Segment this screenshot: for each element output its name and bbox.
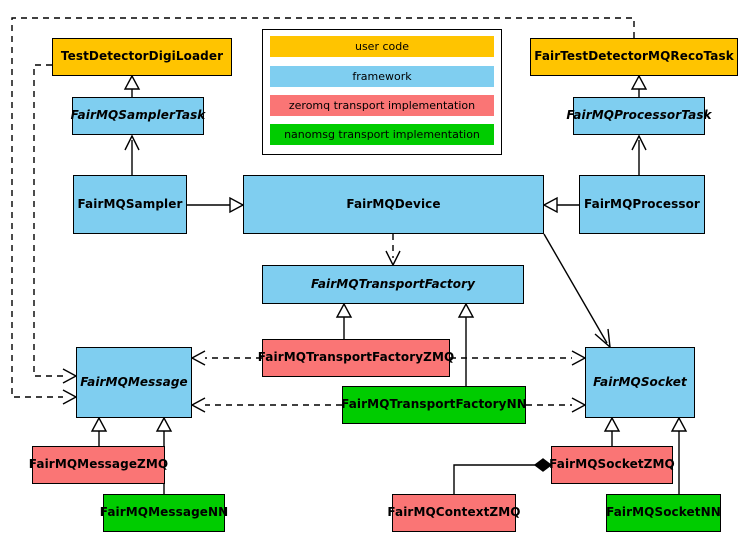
edge-factory-zmq-inherits-factory bbox=[335, 302, 353, 339]
class-node-label: FairMQContextZMQ bbox=[387, 505, 521, 520]
class-node-label: FairMQSamplerTask bbox=[70, 108, 206, 123]
class-node-fair-mq-context-zmq[interactable]: FairMQContextZMQ bbox=[387, 494, 520, 532]
class-node-fair-mq-transport-factory-nn[interactable]: FairMQTransportFactoryNN bbox=[341, 386, 527, 424]
legend-item-label: user code bbox=[354, 40, 410, 53]
edge-digi-loader-inherits-sampler-task bbox=[123, 74, 141, 97]
class-node-label: FairMQTransportFactory bbox=[310, 276, 476, 291]
class-node-fair-mq-socket[interactable]: FairMQSocket bbox=[585, 347, 695, 418]
edge-factory-nn-uses-message bbox=[190, 397, 342, 413]
class-node-fair-mq-message[interactable]: FairMQMessage bbox=[76, 347, 192, 418]
class-node-fair-mq-device[interactable]: FairMQDevice bbox=[243, 175, 544, 234]
class-node-fair-mq-message-nn[interactable]: FairMQMessageNN bbox=[100, 494, 228, 532]
class-node-fair-mq-socket-nn[interactable]: FairMQSocketNN bbox=[606, 494, 721, 532]
class-node-label: FairMQSocket bbox=[593, 374, 687, 389]
class-node-fair-mq-transport-factory[interactable]: FairMQTransportFactory bbox=[262, 265, 524, 304]
class-node-test-detector-digi-loader[interactable]: TestDetectorDigiLoader bbox=[52, 38, 232, 76]
edge-processor-task-inherits-processor bbox=[631, 134, 647, 175]
legend-item-nanomsg: nanomsg transport implementation bbox=[270, 124, 494, 145]
legend-item-label: framework bbox=[352, 70, 412, 83]
class-node-fair-mq-transport-factory-zmq[interactable]: FairMQTransportFactoryZMQ bbox=[258, 339, 454, 377]
edge-factory-zmq-uses-socket bbox=[450, 350, 587, 366]
class-node-label: FairMQProcessor bbox=[584, 196, 700, 211]
class-node-label: FairMQMessageNN bbox=[99, 505, 229, 520]
class-node-label: FairMQTransportFactoryNN bbox=[341, 397, 527, 412]
class-node-fair-mq-processor-task[interactable]: FairMQProcessorTask bbox=[566, 97, 712, 135]
edge-reco-task-inherits-processor-task bbox=[630, 74, 648, 97]
class-node-fair-mq-message-zmq[interactable]: FairMQMessageZMQ bbox=[28, 446, 169, 484]
edge-device-uses-socket bbox=[543, 233, 611, 349]
legend-item-framework: framework bbox=[270, 66, 494, 87]
class-node-label: FairMQMessage bbox=[80, 374, 188, 389]
class-node-fair-mq-processor[interactable]: FairMQProcessor bbox=[579, 175, 705, 234]
legend-item-label: zeromq transport implementation bbox=[288, 99, 476, 112]
edge-processor-inherits-device bbox=[542, 196, 579, 214]
legend-item-user-code: user code bbox=[270, 36, 494, 57]
class-node-label: FairTestDetectorMQRecoTask bbox=[534, 49, 734, 64]
class-node-label: FairMQDevice bbox=[346, 196, 441, 211]
legend-item-label: nanomsg transport implementation bbox=[284, 128, 480, 141]
class-node-label: FairMQMessageZMQ bbox=[28, 457, 169, 472]
class-node-label: TestDetectorDigiLoader bbox=[60, 49, 224, 64]
class-node-label: FairMQTransportFactoryZMQ bbox=[257, 350, 455, 365]
edge-factory-nn-uses-socket bbox=[526, 397, 587, 413]
edge-sampler-inherits-device bbox=[187, 196, 245, 214]
class-node-fair-mq-sampler-task[interactable]: FairMQSamplerTask bbox=[70, 97, 206, 135]
edge-message-zmq-inherits-message bbox=[90, 416, 108, 446]
class-node-label: FairMQSocketNN bbox=[606, 505, 721, 520]
class-node-fair-mq-socket-zmq[interactable]: FairMQSocketZMQ bbox=[549, 446, 675, 484]
class-node-label: FairMQSocketZMQ bbox=[549, 457, 675, 472]
edge-socket-zmq-composes-context-zmq bbox=[453, 458, 553, 494]
edge-sampler-task-inherits-sampler bbox=[124, 134, 140, 175]
edge-device-uses-transport-factory bbox=[385, 234, 401, 267]
class-node-label: FairMQSampler bbox=[77, 196, 183, 211]
edge-socket-nn-inherits-socket bbox=[670, 416, 688, 494]
edge-socket-zmq-inherits-socket bbox=[603, 416, 621, 446]
class-node-label: FairMQProcessorTask bbox=[566, 108, 712, 123]
edge-factory-nn-inherits-factory bbox=[457, 302, 475, 386]
legend-item-zeromq: zeromq transport implementation bbox=[270, 95, 494, 116]
class-node-fair-test-detector-mq-reco-task[interactable]: FairTestDetectorMQRecoTask bbox=[530, 38, 738, 76]
edge-factory-zmq-uses-message bbox=[190, 350, 262, 366]
class-node-fair-mq-sampler[interactable]: FairMQSampler bbox=[73, 175, 187, 234]
